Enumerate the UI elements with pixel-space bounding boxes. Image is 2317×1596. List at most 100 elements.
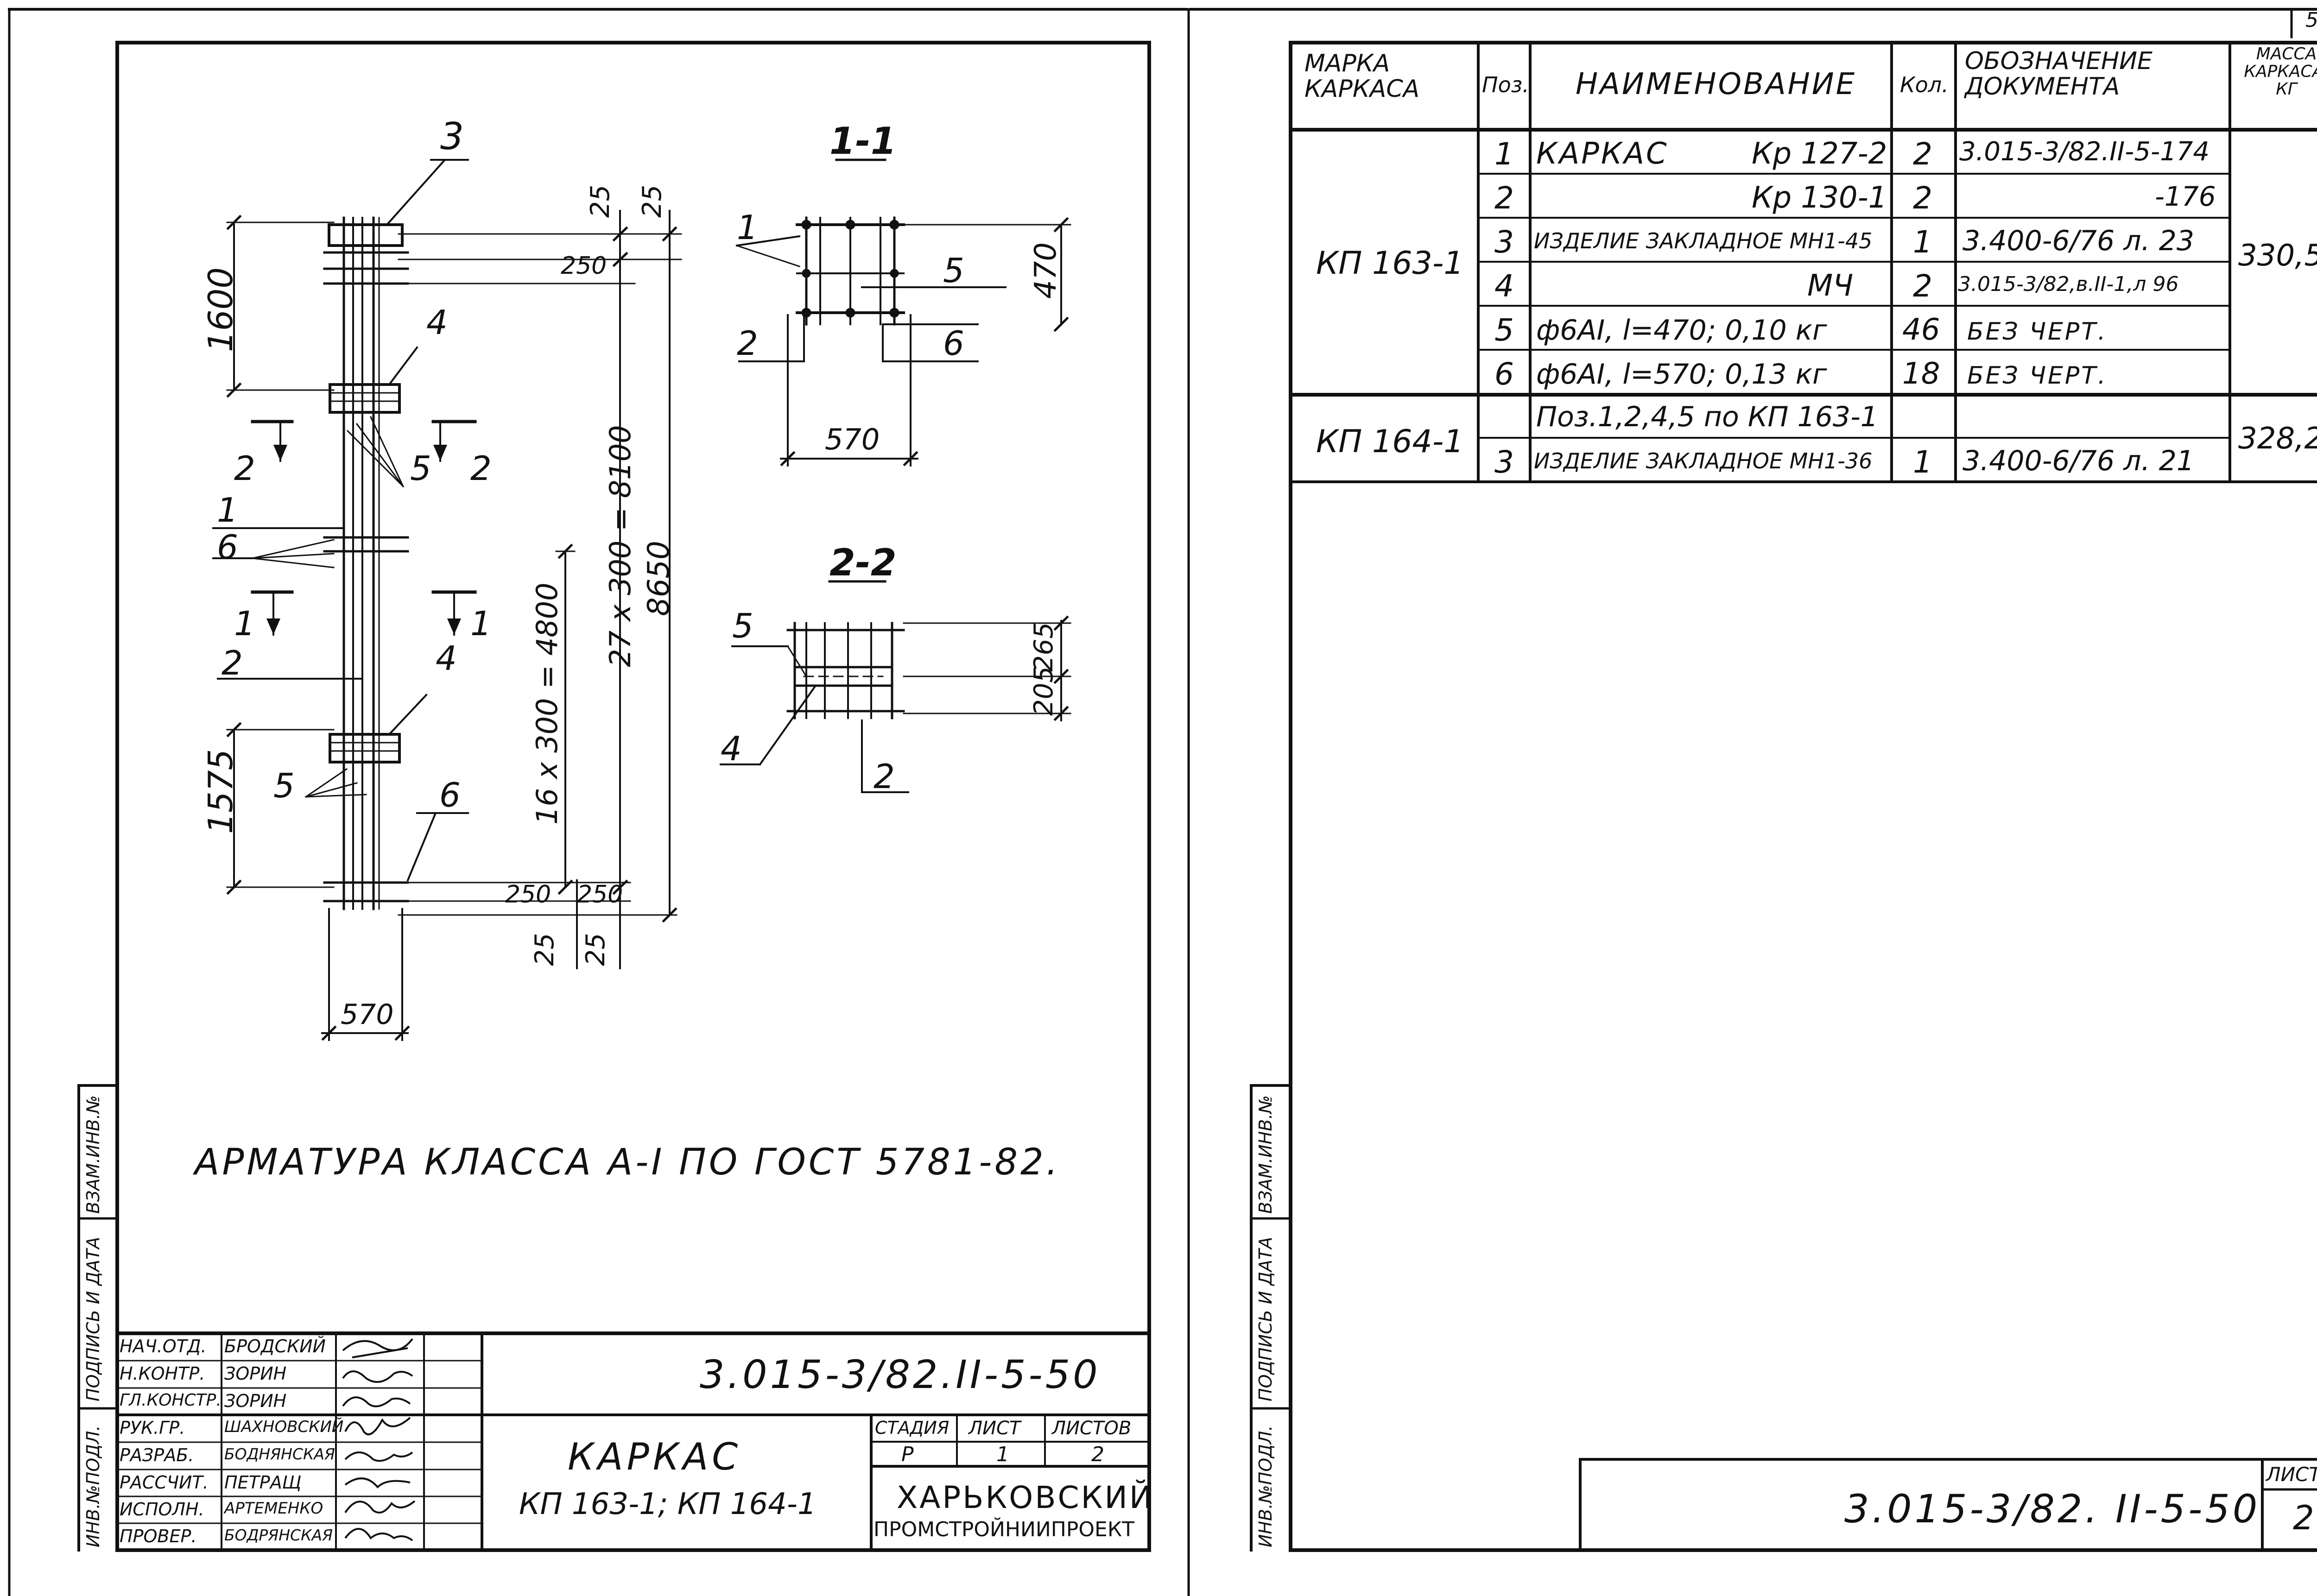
row6-name: ф6АI, l=570; 0,13 кг (1536, 358, 1827, 391)
dim-250-top: 250 (561, 252, 607, 280)
row6-qty: 18 (1902, 357, 1940, 391)
page-number: 55 (2305, 10, 2317, 31)
tb-role-7: Исполн. (120, 1499, 204, 1520)
label-pos3: 3 (440, 115, 464, 158)
row5-doc: без черт. (1967, 318, 2108, 346)
row4-qty: 2 (1913, 268, 1932, 304)
sec1-pos6: 6 (943, 324, 964, 363)
th-qty: Кол. (1900, 72, 1949, 97)
tb-name-6: Петращ (224, 1472, 302, 1493)
sec2-pos5: 5 (732, 606, 753, 645)
th-mark: Марка каркаса (1304, 50, 1420, 103)
tb-role-6: Рассчит. (120, 1472, 209, 1493)
dim-570-elevation: 570 (341, 998, 394, 1031)
mark-kp164: КП 164-1 (1316, 423, 1464, 460)
row6-doc: без черт. (1967, 362, 2108, 390)
dim-25-bottom-b: 25 (581, 933, 611, 966)
tb-name-2: Зорин (224, 1363, 287, 1384)
dim-1575: 1575 (201, 749, 240, 834)
sec2-dim-265: 265 (1029, 622, 1059, 672)
tb-org-line2: ПРОМСТРОЙНИИПРОЕКТ (874, 1518, 1134, 1541)
sec2-pos4: 4 (721, 729, 742, 768)
right-stamp-replace-inv: Взам.инв.№ (1255, 1095, 1276, 1214)
row5-pos: 5 (1494, 312, 1514, 348)
sec2-dim-205: 205 (1029, 666, 1059, 716)
label-pos4-lower: 4 (436, 639, 457, 678)
tb-role-1: Нач.отд. (120, 1336, 207, 1356)
dim-1600: 1600 (201, 267, 240, 352)
tb-role-5: Разраб. (120, 1445, 194, 1465)
tb-title-line2: КП 163-1; КП 164-1 (519, 1487, 817, 1521)
row8-pos: 3 (1494, 444, 1514, 480)
tb-name-4: Шахновский (224, 1418, 344, 1436)
mass-kp164: 328,2 (2238, 422, 2317, 456)
th-doc: Обозначение документа (1965, 47, 2152, 101)
row5-qty: 46 (1902, 313, 1940, 347)
label-pos5-lower: 5 (273, 766, 295, 805)
th-pos: Поз. (1482, 72, 1529, 97)
row3-doc: 3.400-6/76 л. 23 (1962, 225, 2195, 257)
label-pos2: 2 (222, 643, 243, 682)
dim-250-bottom-b: 250 (577, 881, 623, 908)
row3-qty: 1 (1913, 224, 1932, 260)
tb-stage-value: Р (901, 1443, 914, 1466)
tb-name-8: Бодрянская (224, 1526, 333, 1544)
label-pos6-lower: 6 (439, 776, 461, 814)
row5-name: ф6АI, l=470; 0,10 кг (1536, 314, 1827, 347)
label-pos4-upper: 4 (426, 303, 448, 342)
cut-2-right: 2 (470, 449, 492, 488)
row4-name2: МЧ (1807, 269, 1854, 303)
stamp-sheet-label: Лист (2266, 1463, 2317, 1486)
dim-8650: 8650 (642, 541, 676, 616)
cut-1-right: 1 (470, 604, 492, 643)
right-stamp-inv-no: Инв.№подл. (1255, 1425, 1276, 1548)
tb-role-4: Рук.гр. (120, 1418, 185, 1438)
reinforcement-note: Арматура класса А-I по ГОСТ 5781-82. (195, 1142, 1061, 1183)
row1-name2: Кр 127-2 (1752, 137, 1887, 171)
dim-25-bottom-a: 25 (530, 933, 560, 966)
right-stamp-sign-date: Подпись и дата (1255, 1236, 1276, 1401)
label-pos1: 1 (217, 491, 238, 530)
tb-role-2: Н.контр. (120, 1363, 205, 1384)
tb-name-3: Зорин (224, 1391, 287, 1411)
row2-pos: 2 (1494, 180, 1514, 216)
tb-sheet-label: Лист (969, 1418, 1021, 1439)
sec2-pos2: 2 (874, 757, 895, 796)
th-name: Наименование (1576, 67, 1857, 101)
mark-kp163: КП 163-1 (1316, 245, 1464, 282)
left-stamp-replace-inv: Взам.инв.№ (83, 1095, 103, 1214)
label-pos5-upper: 5 (410, 449, 431, 488)
sec1-dim-570: 570 (825, 423, 880, 456)
tb-role-3: Гл.констр. (120, 1391, 222, 1410)
tb-sheet-value: 1 (996, 1443, 1009, 1466)
tb-role-8: Провер. (120, 1526, 197, 1546)
dim-25-top-a: 25 (585, 184, 615, 218)
th-mass: Масса каркаса, кг (2244, 44, 2317, 99)
tb-name-7: Артеменко (224, 1499, 323, 1518)
row8-qty: 1 (1913, 444, 1932, 480)
dim-250-bottom-a: 250 (505, 881, 551, 908)
left-stamp-inv-no: Инв.№подл. (83, 1425, 103, 1548)
row6-pos: 6 (1494, 356, 1514, 392)
tb-doc-code: 3.015-3/82.II-5-50 (700, 1352, 1101, 1397)
row1-doc: 3.015-3/82.II-5-174 (1959, 137, 2210, 167)
tb-sheets-value: 2 (1091, 1443, 1104, 1466)
stamp-doc-code: 3.015-3/82. II-5-50 (1844, 1486, 2260, 1532)
stamp-sheet-value: 2 (2293, 1498, 2314, 1537)
row7-name: Поз.1,2,4,5 по КП 163-1 (1536, 401, 1878, 433)
tb-sheets-label: Листов (1052, 1418, 1132, 1439)
mass-kp163: 330,5 (2238, 239, 2317, 273)
tb-name-5: Боднянская (224, 1445, 335, 1463)
label-pos6-upper: 6 (217, 528, 238, 567)
left-stamp-sign-date: Подпись и дата (83, 1236, 103, 1401)
row1-pos: 1 (1494, 136, 1514, 172)
row3-pos: 3 (1494, 224, 1514, 260)
row2-name2: Кр 130-1 (1752, 181, 1887, 215)
row1-qty: 2 (1913, 136, 1932, 172)
dim-25-top-b: 25 (637, 184, 667, 218)
dim-16x300: 16 x 300 = 4800 (530, 582, 564, 825)
tb-title-line1: Каркас (568, 1435, 742, 1478)
signatures (342, 1338, 416, 1541)
row2-doc: -176 (2155, 181, 2216, 212)
section-2-2-title: 2-2 (829, 541, 897, 584)
